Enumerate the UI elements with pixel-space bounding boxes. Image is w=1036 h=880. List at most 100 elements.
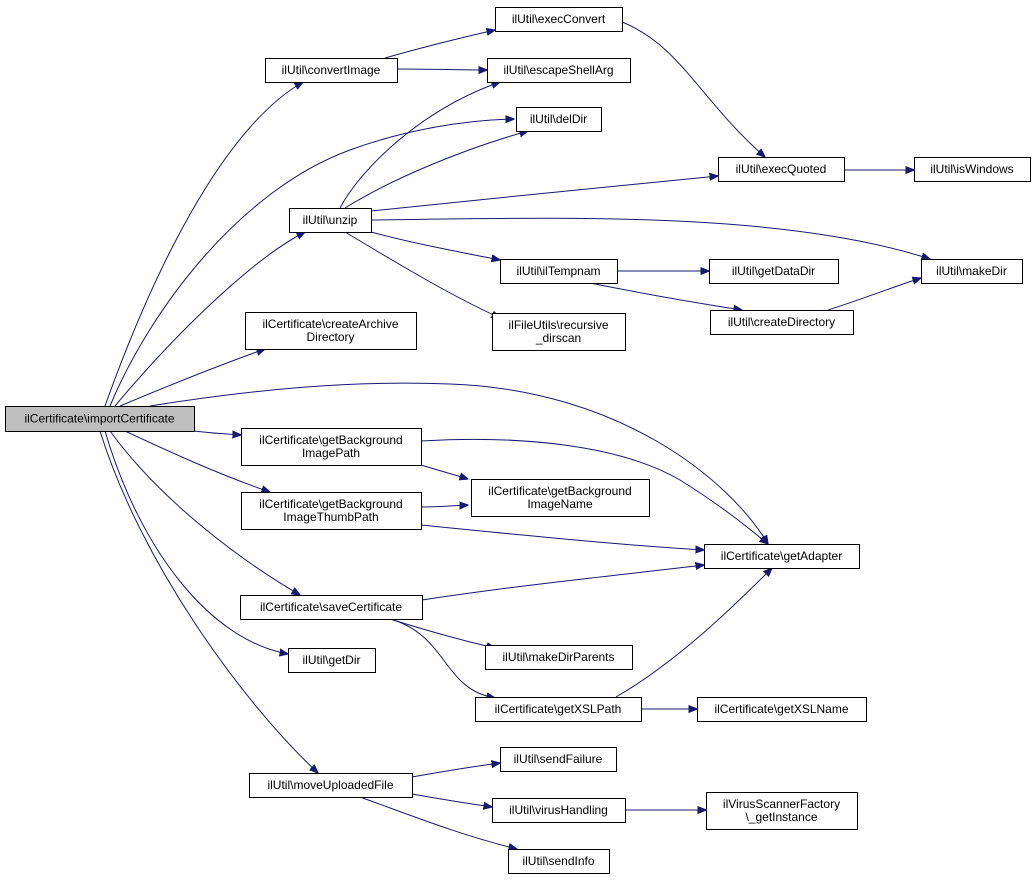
edge-arrow bbox=[589, 282, 742, 310]
node-label: ilUtil\virusHandling bbox=[509, 803, 608, 817]
node-label: ilUtil\convertImage bbox=[282, 63, 381, 77]
node-createDirectory[interactable]: ilUtil\createDirectory bbox=[710, 310, 854, 335]
node-getXSLName[interactable]: ilCertificate\getXSLName bbox=[697, 697, 867, 722]
node-box bbox=[508, 849, 610, 874]
node-box bbox=[914, 157, 1031, 182]
node-execConvert[interactable]: ilUtil\execConvert bbox=[495, 7, 623, 32]
edge-importCertificate-to-unzip bbox=[114, 232, 305, 407]
edge-importCertificate-to-getDir bbox=[104, 430, 288, 654]
edge-saveCertificate-to-getAdapter bbox=[421, 565, 704, 601]
edge-arrow bbox=[339, 82, 500, 209]
edge-arrow bbox=[411, 793, 492, 807]
node-importCertificate[interactable]: ilCertificate\importCertificate bbox=[5, 406, 195, 432]
edge-unzip-to-execQuoted bbox=[370, 176, 718, 212]
node-convertImage[interactable]: ilUtil\convertImage bbox=[265, 58, 398, 83]
node-getInstance[interactable]: ilVirusScannerFactory\_getInstance bbox=[706, 792, 858, 830]
node-label: ilUtil\ilTempnam bbox=[516, 264, 600, 278]
node-box bbox=[500, 259, 618, 284]
edge-arrow bbox=[370, 176, 718, 212]
node-box bbox=[718, 157, 845, 182]
edge-arrow bbox=[193, 431, 241, 435]
node-label: ilUtil\getDir bbox=[302, 653, 360, 667]
edge-ilTempnam-to-createDirectory bbox=[589, 282, 742, 310]
edge-getXSLPath-to-getAdapter bbox=[615, 568, 772, 698]
edge-importCertificate-to-saveCertificate bbox=[109, 430, 300, 595]
node-box bbox=[704, 544, 860, 569]
node-delDir[interactable]: ilUtil\delDir bbox=[516, 107, 602, 132]
node-label: ilCertificate\getAdapter bbox=[721, 549, 842, 563]
edge-arrow bbox=[370, 217, 930, 259]
edge-arrow bbox=[109, 119, 514, 407]
node-label: ilCertificate\createArchive bbox=[262, 317, 398, 331]
node-label: ilUtil\sendInfo bbox=[522, 854, 594, 868]
node-isWindows[interactable]: ilUtil\isWindows bbox=[914, 157, 1031, 182]
node-box bbox=[288, 648, 376, 673]
node-makeDirParents[interactable]: ilUtil\makeDirParents bbox=[485, 645, 633, 670]
node-ilTempnam[interactable]: ilUtil\ilTempnam bbox=[500, 259, 618, 284]
node-label: ilCertificate\getBackground bbox=[259, 433, 402, 447]
node-getBackgroundImageThumbPath[interactable]: ilCertificate\getBackgroundImageThumbPat… bbox=[241, 492, 422, 530]
edge-arrow bbox=[119, 349, 265, 407]
node-box bbox=[500, 747, 617, 772]
node-box bbox=[289, 208, 372, 233]
node-getAdapter[interactable]: ilCertificate\getAdapter bbox=[704, 544, 860, 569]
node-box bbox=[475, 697, 642, 722]
node-label: ilCertificate\getBackground bbox=[488, 484, 631, 498]
node-label: ilCertificate\saveCertificate bbox=[260, 600, 402, 614]
node-recursive_dirscan[interactable]: ilFileUtils\recursive_dirscan bbox=[492, 313, 626, 351]
node-label: ilUtil\sendFailure bbox=[514, 752, 603, 766]
node-getXSLPath[interactable]: ilCertificate\getXSLPath bbox=[475, 697, 642, 722]
node-execQuoted[interactable]: ilUtil\execQuoted bbox=[718, 157, 845, 182]
edge-unzip-to-recursive_dirscan bbox=[344, 231, 500, 318]
node-box bbox=[241, 492, 422, 530]
edge-arrow bbox=[389, 618, 495, 698]
node-box bbox=[241, 428, 422, 466]
node-virusHandling[interactable]: ilUtil\virusHandling bbox=[492, 798, 626, 823]
node-getDataDir[interactable]: ilUtil\getDataDir bbox=[709, 259, 839, 284]
edge-moveUploadedFile-to-sendInfo bbox=[359, 796, 517, 849]
edge-arrow bbox=[149, 382, 768, 544]
edge-importCertificate-to-getAdapter bbox=[149, 382, 768, 544]
node-label: ilVirusScannerFactory bbox=[723, 797, 840, 811]
node-label: ilUtil\delDir bbox=[530, 112, 587, 126]
node-box bbox=[492, 798, 626, 823]
node-box bbox=[240, 595, 423, 620]
node-escapeShellArg[interactable]: ilUtil\escapeShellArg bbox=[487, 58, 631, 83]
edge-arrow bbox=[396, 69, 487, 70]
node-unzip[interactable]: ilUtil\unzip bbox=[289, 208, 372, 233]
node-moveUploadedFile[interactable]: ilUtil\moveUploadedFile bbox=[249, 773, 413, 798]
edge-execConvert-to-execQuoted bbox=[621, 21, 765, 157]
node-label: ilCertificate\importCertificate bbox=[24, 412, 174, 426]
node-makeDir[interactable]: ilUtil\makeDir bbox=[921, 259, 1023, 284]
node-label: Directory bbox=[306, 330, 354, 344]
edge-arrow bbox=[344, 231, 500, 318]
edge-moveUploadedFile-to-sendFailure bbox=[411, 763, 500, 778]
node-box bbox=[249, 773, 413, 798]
edge-arrow bbox=[104, 430, 288, 654]
edge-importCertificate-to-getBackgroundImageThumbPath bbox=[124, 430, 270, 492]
edge-getBackgroundImageThumbPath-to-getBackgroundImageName bbox=[420, 505, 468, 507]
edge-arrow bbox=[420, 505, 468, 507]
node-getDir[interactable]: ilUtil\getDir bbox=[288, 648, 376, 673]
node-sendFailure[interactable]: ilUtil\sendFailure bbox=[500, 747, 617, 772]
node-label: ilCertificate\getBackground bbox=[259, 497, 402, 511]
edge-arrow bbox=[420, 438, 768, 544]
node-label: ilUtil\execQuoted bbox=[736, 162, 827, 176]
node-sendInfo[interactable]: ilUtil\sendInfo bbox=[508, 849, 610, 874]
edge-getBackgroundImageThumbPath-to-getAdapter bbox=[420, 524, 704, 550]
node-label: ilUtil\execConvert bbox=[512, 12, 606, 26]
edge-arrow bbox=[124, 430, 270, 492]
node-label: ilUtil\unzip bbox=[303, 213, 358, 227]
edge-unzip-to-escapeShellArg bbox=[339, 82, 500, 209]
node-box bbox=[706, 792, 858, 830]
node-label: ilCertificate\getXSLPath bbox=[495, 702, 622, 716]
edge-unzip-to-ilTempnam bbox=[370, 231, 500, 260]
edge-arrow bbox=[389, 618, 495, 648]
edge-importCertificate-to-convertImage bbox=[104, 82, 303, 407]
edge-createDirectory-to-makeDir bbox=[827, 278, 921, 311]
node-saveCertificate[interactable]: ilCertificate\saveCertificate bbox=[240, 595, 423, 620]
